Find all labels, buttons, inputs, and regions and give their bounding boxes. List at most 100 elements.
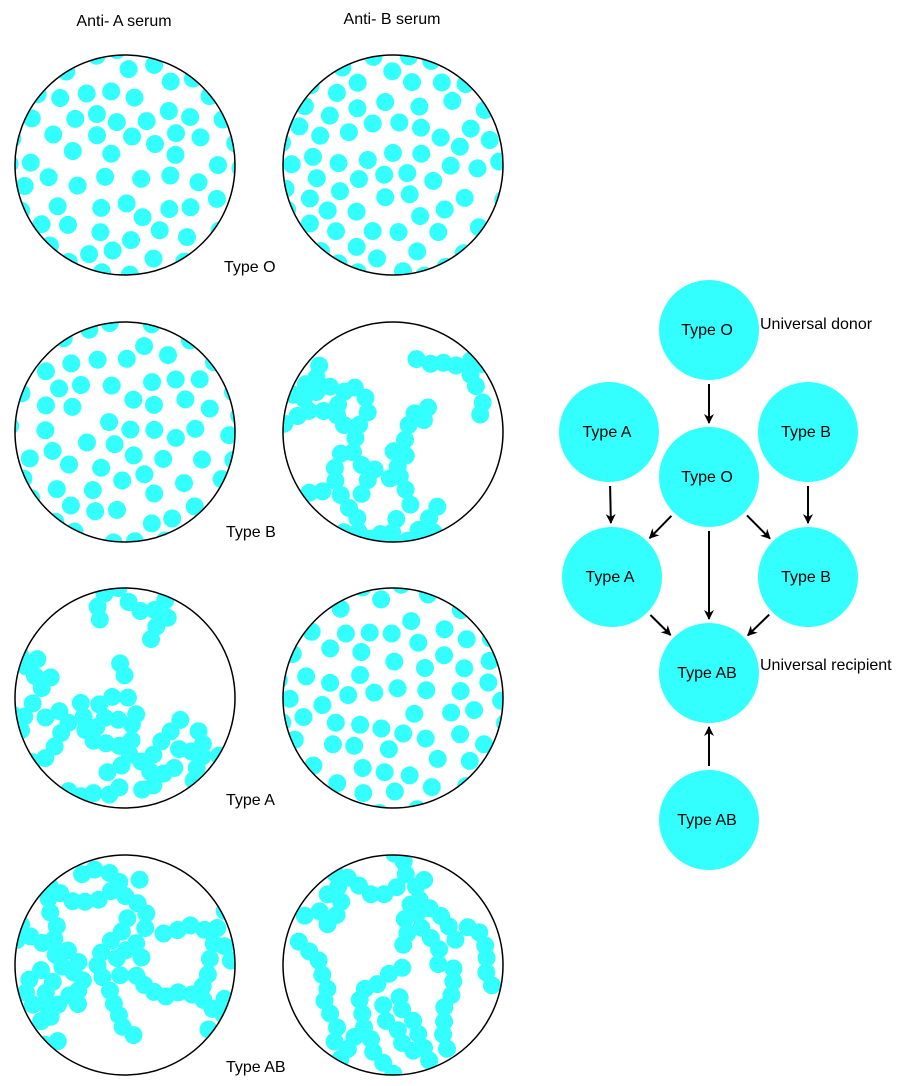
red-blood-cell [142,514,161,533]
red-blood-cell [385,782,404,801]
red-blood-cell [351,666,370,684]
red-blood-cell [400,766,419,785]
red-blood-cell [50,702,69,721]
red-blood-cell [124,446,143,465]
red-blood-cell [32,679,51,697]
row-type-o: Type O [14,54,504,276]
red-blood-cell [329,154,348,173]
dish-anti-b-type-a [282,587,504,809]
red-blood-cell [466,377,485,395]
red-blood-cell [383,62,402,81]
red-blood-cell [36,983,55,1002]
red-blood-cell [103,241,122,260]
red-blood-cell [313,696,332,714]
red-blood-cell [358,471,377,489]
red-blood-cell [310,902,329,921]
compat-node-label: Type A [586,569,635,586]
red-blood-cell [432,73,451,92]
red-blood-cell [414,411,433,429]
red-blood-cell [80,245,99,264]
compat-node-label: Type O [681,469,733,486]
red-blood-cell [112,756,131,775]
red-blood-cell [346,429,365,447]
red-blood-cell [52,724,71,742]
red-blood-cell [412,144,431,163]
red-blood-cell [327,83,346,102]
red-blood-cell [195,920,214,939]
red-blood-cell [422,55,441,70]
red-blood-cell [118,688,137,707]
red-blood-cell [121,420,140,439]
red-blood-cell [141,762,160,781]
red-blood-cell [77,84,96,103]
red-blood-cell [438,1039,456,1058]
red-blood-cell [181,198,200,217]
red-blood-cell [137,904,156,923]
red-blood-cell [200,949,219,968]
red-blood-cell [32,215,51,234]
red-blood-cell [379,740,398,759]
red-blood-cell [51,89,70,107]
red-blood-cell [144,249,163,268]
red-blood-cell [60,455,78,474]
red-blood-cell [159,346,177,365]
red-blood-cell [15,177,34,195]
dish-anti-b-type-a-cells [283,588,503,808]
red-blood-cell [146,135,164,153]
red-blood-cell [36,708,55,727]
red-blood-cell [407,350,426,369]
compat-node-o-top: Type O [659,280,759,380]
red-blood-cell [436,257,455,275]
red-blood-cell [166,145,185,164]
red-blood-cell [321,673,340,692]
red-blood-cell [408,242,427,261]
anti-a-serum-header: Anti- A serum [76,13,171,30]
red-blood-cell [207,189,226,208]
red-blood-cell [387,878,406,897]
red-blood-cell [411,207,430,226]
red-blood-cell [318,885,337,904]
compat-node-circle [758,527,858,627]
red-blood-cell [429,955,448,974]
red-blood-cell [409,633,428,652]
red-blood-cell [450,137,469,156]
red-blood-cell [133,208,152,227]
red-blood-cell [297,667,316,686]
red-blood-cell [396,430,414,449]
dish-anti-a-type-o-cells [15,55,235,275]
red-blood-cell [434,353,453,372]
red-blood-cell [323,735,342,754]
red-blood-cell [376,188,395,207]
red-blood-cell [326,471,345,490]
red-blood-cell [321,377,339,396]
compat-arrow-o_mid-to-b_mid [746,514,771,540]
red-blood-cell [331,444,350,463]
red-blood-cell [300,214,319,233]
red-blood-cell [314,402,333,420]
red-blood-cell [166,370,185,389]
red-blood-cell [124,390,143,409]
red-blood-cell [310,356,329,375]
red-blood-cell [460,751,479,770]
red-blood-cell [361,529,380,542]
red-blood-cell [108,500,126,519]
compat-node-circle [758,382,858,482]
type-label: Type AB [226,1059,286,1076]
red-blood-cell [283,414,294,433]
red-blood-cell [221,951,235,970]
red-blood-cell [72,376,90,394]
red-blood-cell [304,756,323,775]
red-blood-cell [465,701,484,720]
red-blood-cell [348,73,367,92]
red-blood-cell [401,495,420,514]
red-blood-cell [214,1006,233,1025]
red-blood-cell [394,724,413,743]
red-blood-cell [47,917,66,935]
red-blood-cell [175,474,193,493]
red-blood-cell [127,705,146,724]
red-blood-cell [365,683,384,702]
red-blood-cell [429,223,448,241]
red-blood-cell [402,612,421,631]
red-blood-cell [415,871,434,889]
